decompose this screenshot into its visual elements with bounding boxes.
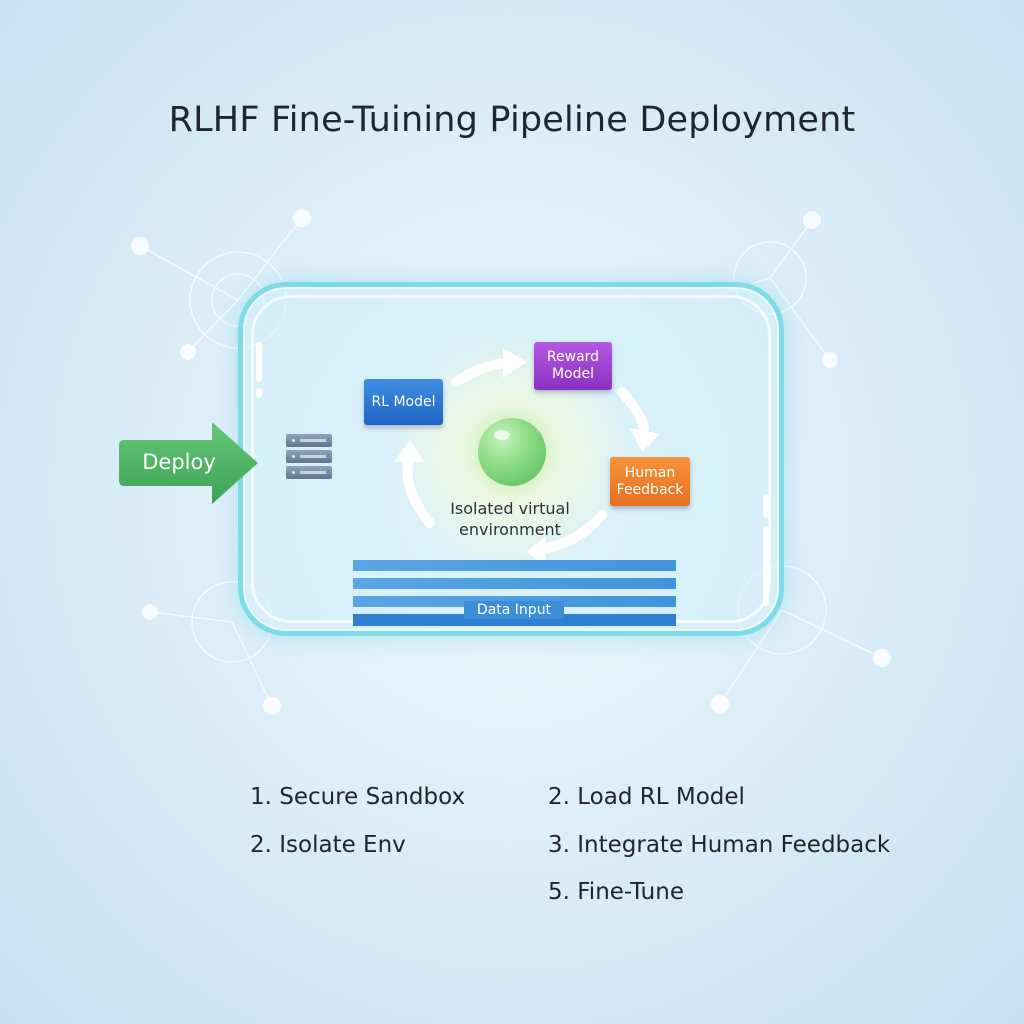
rl-model-label: RL Model [371,393,436,410]
rl-model-node: RL Model [364,379,443,425]
server-icon [286,434,332,482]
step-item: 2. Isolate Env [250,832,406,858]
data-bar [353,578,676,589]
server-unit [286,466,332,479]
data-input-label: Data Input [464,601,564,619]
environment-label-line2: environment [459,520,561,539]
glass-highlight-left-small [256,388,262,398]
page-title: RLHF Fine-Tuining Pipeline Deployment [168,100,856,140]
deploy-button-label[interactable]: Deploy [142,450,216,474]
data-bar [353,614,676,626]
glass-highlight-right-long [763,526,769,606]
environment-label-line1: Isolated virtual [450,499,570,518]
data-bar [353,560,676,571]
server-unit [286,434,332,447]
glass-highlight-left [256,342,262,382]
deploy-arrow-icon[interactable] [116,420,262,506]
environment-label: Isolated virtual environment [420,498,600,540]
step-item: 3. Integrate Human Feedback [548,832,891,858]
step-item: 5. Fine-Tune [548,879,684,905]
glass-highlight-right [763,494,769,518]
step-item: 1. Secure Sandbox [250,784,466,810]
orb-icon [478,418,546,486]
step-item: 2. Load RL Model [548,784,745,810]
server-unit [286,450,332,463]
